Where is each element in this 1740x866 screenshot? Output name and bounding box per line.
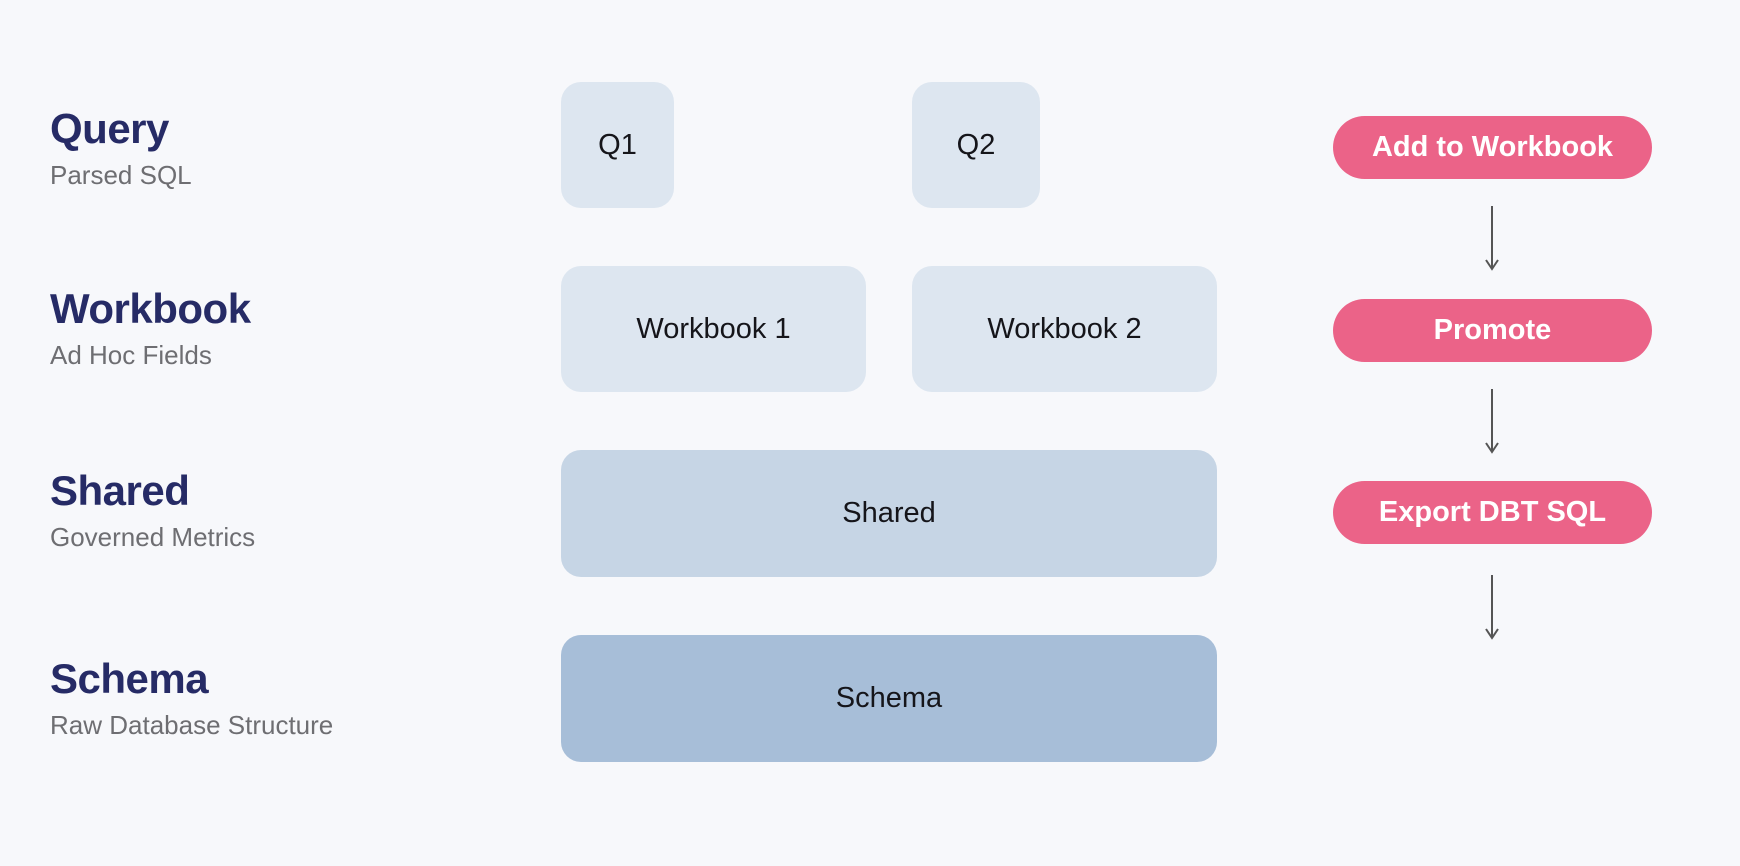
promote-button[interactable]: Promote [1333,299,1652,362]
layer-title: Workbook [50,285,251,332]
layer-subtitle: Raw Database Structure [50,710,334,740]
workbook-box-2: Workbook 2 [912,266,1217,392]
workbook-box-1: Workbook 1 [561,266,866,392]
layer-title: Schema [50,655,209,702]
layer-label-schema: Schema Raw Database Structure [50,655,334,740]
arrow-down-icon [1485,575,1499,640]
layer-label-workbook: Workbook Ad Hoc Fields [50,285,251,370]
layer-title: Query [50,105,169,152]
layer-label-query: Query Parsed SQL [50,105,192,190]
schema-box: Schema [561,635,1217,762]
layer-subtitle: Ad Hoc Fields [50,340,212,370]
layer-title: Shared [50,467,190,514]
add-to-workbook-button[interactable]: Add to Workbook [1333,116,1652,179]
layer-subtitle: Parsed SQL [50,160,192,190]
arrow-down-icon [1485,206,1499,271]
shared-box: Shared [561,450,1217,577]
layer-subtitle: Governed Metrics [50,522,256,552]
arrow-down-icon [1485,389,1499,454]
query-box-q2: Q2 [912,82,1040,208]
layer-label-shared: Shared Governed Metrics [50,467,256,552]
query-box-q1: Q1 [561,82,674,208]
export-dbt-sql-button[interactable]: Export DBT SQL [1333,481,1652,544]
